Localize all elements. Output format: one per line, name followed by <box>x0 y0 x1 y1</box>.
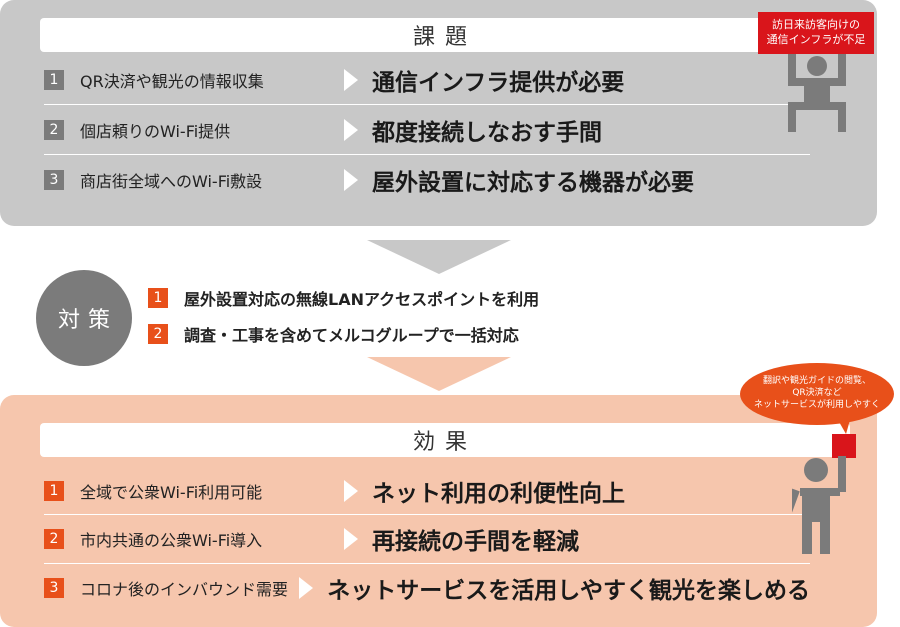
measure-item: 2 調査・工事を含めてメルコグループで一括対応 <box>148 322 519 346</box>
bubble-tail <box>838 420 850 434</box>
issue-callout: 訪日来訪客向けの 通信インフラが不足 <box>758 12 874 54</box>
divider <box>44 104 810 105</box>
frustrated-person-icon <box>788 52 846 132</box>
measure-item: 1 屋外設置対応の無線LANアクセスポイントを利用 <box>148 286 539 310</box>
measure-label: 屋外設置対応の無線LANアクセスポイントを利用 <box>184 290 540 309</box>
effect-result: 再接続の手間を軽減 <box>372 529 579 555</box>
divider <box>44 563 810 564</box>
divider <box>44 514 810 515</box>
measures-badge: 対策 <box>36 270 132 366</box>
issue-result: 都度接続しなおす手間 <box>372 120 602 146</box>
arrow-right-icon <box>344 480 358 502</box>
effect-number: 1 <box>44 481 64 501</box>
measure-label: 調査・工事を含めてメルコグループで一括対応 <box>184 326 519 345</box>
effect-label: 市内共通の公衆Wi-Fi導入 <box>80 531 263 550</box>
arrow-right-icon <box>344 528 358 550</box>
effects-panel: 効果 1 全域で公衆Wi-Fi利用可能 ネット利用の利便性向上 2 市内共通の公… <box>0 395 877 627</box>
effect-row: 3 コロナ後のインバウンド需要 ネットサービスを活用しやすく観光を楽しめる <box>44 568 810 608</box>
bubble-line: ネットサービスが利用しやすく <box>754 400 880 410</box>
effects-title: 効果 <box>40 423 850 457</box>
issue-row: 2 個店頼りのWi-Fi提供 都度接続しなおす手間 <box>44 110 810 150</box>
bubble-line: QR決済など <box>792 388 842 398</box>
effect-speech-bubble: 翻訳や観光ガイドの閲覧、 QR決済など ネットサービスが利用しやすく <box>740 363 894 425</box>
issue-number: 3 <box>44 170 64 190</box>
issue-label: QR決済や観光の情報収集 <box>80 72 264 91</box>
issue-row: 3 商店街全域へのWi-Fi敷設 屋外設置に対応する機器が必要 <box>44 160 810 200</box>
effect-result: ネットサービスを活用しやすく観光を楽しめる <box>327 578 810 604</box>
arrow-right-icon <box>344 169 358 191</box>
issue-result: 通信インフラ提供が必要 <box>372 70 625 96</box>
divider <box>44 154 810 155</box>
effect-number: 2 <box>44 529 64 549</box>
down-arrow-icon <box>367 240 511 274</box>
issues-panel: 課題 1 QR決済や観光の情報収集 通信インフラ提供が必要 2 個店頼りのWi-… <box>0 0 877 226</box>
issue-label: 商店街全域へのWi-Fi敷設 <box>80 172 263 191</box>
issue-label: 個店頼りのWi-Fi提供 <box>80 122 231 141</box>
effect-row: 1 全域で公衆Wi-Fi利用可能 ネット利用の利便性向上 <box>44 471 810 511</box>
arrow-right-icon <box>344 119 358 141</box>
issue-result: 屋外設置に対応する機器が必要 <box>372 170 694 196</box>
issue-number: 2 <box>44 120 64 140</box>
issues-title: 課題 <box>40 18 850 52</box>
issue-callout-line: 訪日来訪客向けの <box>772 18 860 31</box>
arrow-right-icon <box>344 69 358 91</box>
effect-row: 2 市内共通の公衆Wi-Fi導入 再接続の手間を軽減 <box>44 519 810 559</box>
person-with-device-icon <box>792 434 856 554</box>
measure-number: 2 <box>148 324 168 344</box>
down-arrow-icon <box>367 357 511 391</box>
issue-callout-line: 通信インフラが不足 <box>766 33 866 46</box>
measure-number: 1 <box>148 288 168 308</box>
bubble-line: 翻訳や観光ガイドの閲覧、 <box>762 376 871 386</box>
effect-label: 全域で公衆Wi-Fi利用可能 <box>80 483 263 502</box>
effect-result: ネット利用の利便性向上 <box>372 481 625 507</box>
issue-number: 1 <box>44 70 64 90</box>
issue-row: 1 QR決済や観光の情報収集 通信インフラ提供が必要 <box>44 60 810 100</box>
arrow-right-icon <box>299 577 314 599</box>
effect-label: コロナ後のインバウンド需要 <box>80 580 289 599</box>
effect-number: 3 <box>44 578 64 598</box>
